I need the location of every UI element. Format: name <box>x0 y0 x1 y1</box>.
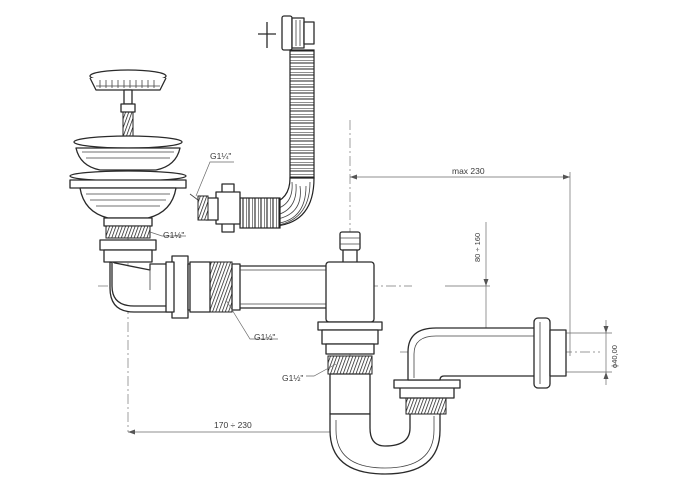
wall-flange <box>533 317 567 389</box>
branch-pipe <box>189 261 335 313</box>
overflow-grate-cross <box>258 22 276 48</box>
strainer-bowl <box>69 135 187 239</box>
overflow-head <box>281 15 315 51</box>
siphon-tee <box>317 261 383 415</box>
leader-lines <box>149 161 337 377</box>
siphon-u-bend <box>329 411 441 475</box>
dimension-height: 80 ÷ 160 <box>473 233 482 262</box>
label-thread-overflow: G1¼" <box>210 151 231 161</box>
dimension-max-wall: max 230 <box>452 166 485 176</box>
dimension-offset: 170 ÷ 230 <box>214 420 252 430</box>
overflow-connector <box>189 183 241 233</box>
basket-elbow <box>99 239 173 313</box>
label-thread-branch: G1½" <box>254 332 275 342</box>
overflow-hose <box>239 49 315 229</box>
strainer-plug <box>89 69 167 139</box>
label-thread-strainer: G1½" <box>163 230 184 240</box>
siphon-right-riser <box>393 327 541 415</box>
label-thread-siphon: G1½" <box>282 373 303 383</box>
dimension-diameter: ϕ40,00 <box>610 345 619 368</box>
